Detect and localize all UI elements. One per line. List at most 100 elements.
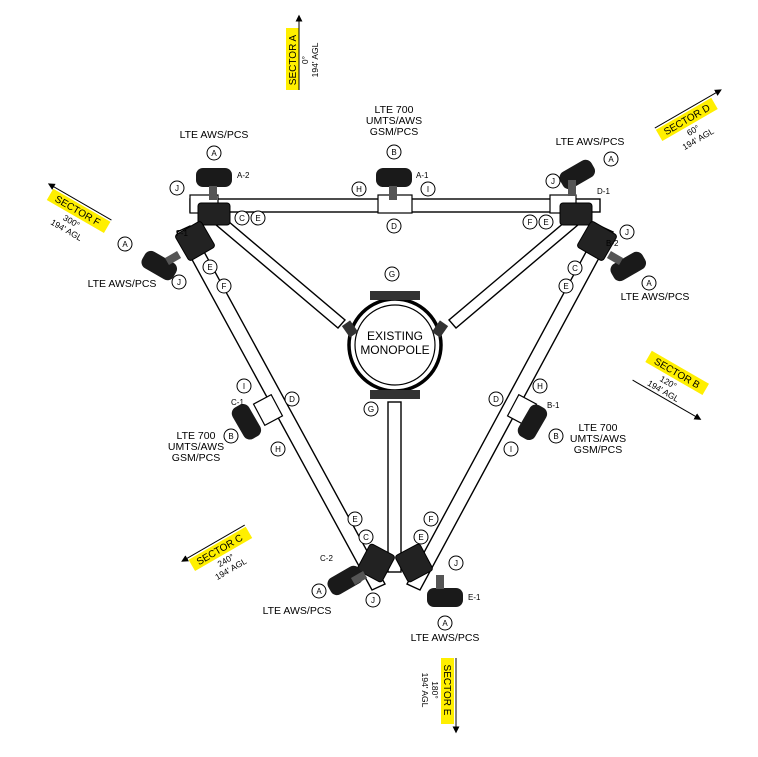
antenna-panel <box>231 403 262 440</box>
callout-f: F <box>522 214 538 230</box>
technology-labels: LTE AWS/PCS LTE 700 UMTS/AWS GSM/PCS LTE… <box>88 104 690 644</box>
svg-text:C: C <box>572 264 578 273</box>
callout-e: E <box>538 214 554 230</box>
antenna-e1: E-1 <box>427 575 481 607</box>
callout-b: B <box>548 428 564 444</box>
svg-text:E: E <box>543 218 548 227</box>
svg-text:I: I <box>510 445 512 454</box>
callout-e: E <box>558 278 574 294</box>
svg-text:J: J <box>454 559 458 568</box>
svg-text:J: J <box>371 596 375 605</box>
svg-text:F: F <box>528 218 533 227</box>
svg-text:E: E <box>207 263 212 272</box>
svg-text:A: A <box>646 279 652 288</box>
pole-clamp-bottom <box>370 390 420 399</box>
sector-azimuth: 180° <box>430 681 440 699</box>
svg-text:J: J <box>551 177 555 186</box>
tech-label-a2: LTE AWS/PCS <box>180 129 249 141</box>
sector-elevation: 194' AGL <box>420 673 430 708</box>
svg-text:J: J <box>175 184 179 193</box>
svg-text:J: J <box>177 278 181 287</box>
callout-a: A <box>641 275 657 291</box>
sector-highlight <box>441 658 454 724</box>
sector-highlight <box>655 97 718 142</box>
antenna-bracket <box>606 251 624 265</box>
antenna-bracket <box>436 575 444 589</box>
tech-label-a1-line1: LTE 700 <box>375 104 414 116</box>
pole-clamp-left <box>341 320 359 338</box>
svg-text:B: B <box>228 432 233 441</box>
pole-clamp-right <box>431 320 449 338</box>
antenna-panel <box>427 588 463 607</box>
sector-b-indicator: SECTOR B 120° 194' AGL <box>632 350 709 420</box>
callout-b: B <box>386 144 402 160</box>
callout-f: F <box>216 278 232 294</box>
antenna-panel <box>376 168 412 187</box>
antenna-panel <box>141 250 178 281</box>
tech-label-b1-line2: UMTS/AWS <box>570 433 626 445</box>
svg-text:C: C <box>363 533 369 542</box>
svg-text:E: E <box>352 515 357 524</box>
antenna-a1: A-1 <box>376 168 429 200</box>
svg-text:A: A <box>442 619 448 628</box>
antenna-bracket <box>568 180 576 196</box>
callout-d: D <box>386 218 402 234</box>
sector-name: SECTOR E <box>441 665 452 716</box>
sector-f-indicator: SECTOR F 300° 194' AGL <box>46 183 112 243</box>
callout-j: J <box>365 592 381 608</box>
corner-bracket-right <box>577 221 617 261</box>
callout-a: A <box>311 583 327 599</box>
antenna-d1: D-1 <box>559 159 610 196</box>
svg-text:D: D <box>391 222 397 231</box>
antenna-panel <box>559 159 596 190</box>
antenna-id-label: C-2 <box>320 554 333 563</box>
antenna-id-label: D-1 <box>597 187 610 196</box>
antenna-bracket <box>350 571 368 585</box>
corner-brackets <box>175 202 617 583</box>
antenna-panel <box>196 168 232 187</box>
svg-text:J: J <box>625 228 629 237</box>
callout-i: I <box>420 181 436 197</box>
callout-j: J <box>448 555 464 571</box>
svg-text:A: A <box>211 149 217 158</box>
svg-text:H: H <box>537 382 543 391</box>
antenna-b1: B-1 <box>517 401 560 441</box>
corner-bracket-top-left <box>197 202 231 226</box>
sector-highlight <box>46 188 111 234</box>
tech-label-c1-line1: LTE 700 <box>177 430 216 442</box>
antenna-panel <box>517 404 548 441</box>
antenna-id-label: B-2 <box>606 239 619 248</box>
platform-frame <box>176 198 614 591</box>
sector-e-indicator: SECTOR E 180° 194' AGL <box>420 658 460 734</box>
sector-arrow <box>47 183 112 221</box>
tech-label-b1-line3: GSM/PCS <box>574 444 622 456</box>
svg-text:F: F <box>222 282 227 291</box>
callout-d: D <box>284 391 300 407</box>
callout-e: E <box>202 259 218 275</box>
callout-e: E <box>250 210 266 226</box>
sector-azimuth: 0° <box>300 56 310 64</box>
antenna-bracket <box>389 186 397 200</box>
sector-a-indicator: SECTOR A 0° 194' AGL <box>286 14 320 90</box>
callout-c: C <box>358 529 374 545</box>
svg-text:C: C <box>239 214 245 223</box>
callout-h: H <box>270 441 286 457</box>
callout-a: A <box>117 236 133 252</box>
sector-highlight <box>645 350 709 396</box>
antenna-id-label: B-1 <box>547 401 560 410</box>
corner-bracket-top-right <box>559 202 593 226</box>
tech-label-c1-line3: GSM/PCS <box>172 452 220 464</box>
sector-arrow <box>654 89 722 129</box>
antenna-b2: B-2 <box>606 239 647 282</box>
antenna-panel <box>610 251 647 282</box>
pole-clamp-top <box>370 291 420 300</box>
svg-text:D: D <box>289 395 295 404</box>
antenna-id-label: A-1 <box>416 171 429 180</box>
callout-j: J <box>169 180 185 196</box>
pipe-mount <box>252 393 284 427</box>
callout-a: A <box>437 615 453 631</box>
antenna-id-label: F-1 <box>176 229 189 238</box>
callout-j: J <box>171 274 187 290</box>
monopole: EXISTING MONOPOLE <box>341 291 449 399</box>
tech-label-d1: LTE AWS/PCS <box>556 136 625 148</box>
